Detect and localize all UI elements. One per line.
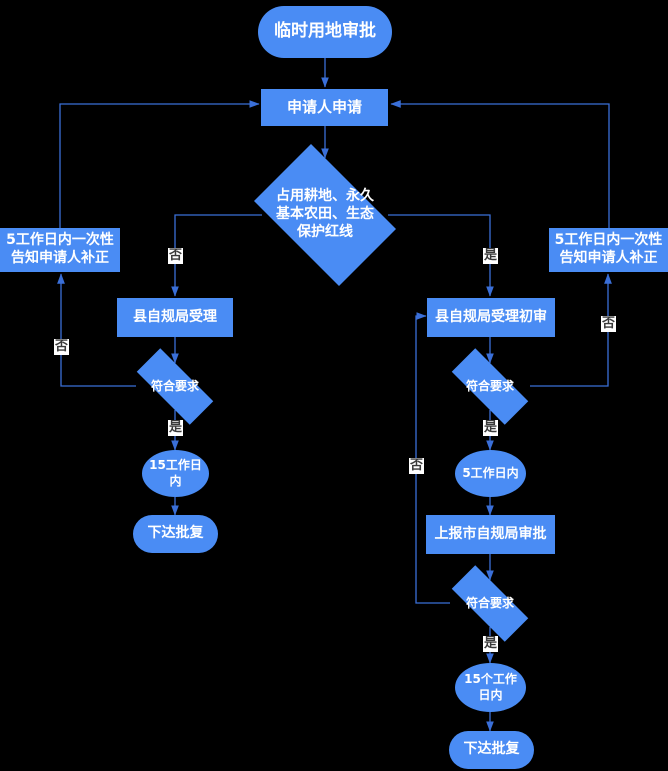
decision-line-1: 占用耕地、永久: [276, 188, 374, 205]
edge-label-left-check-no: 否: [54, 339, 70, 355]
node-left-meets-requirements[interactable]: 符合要求: [122, 348, 228, 425]
node-start-label: 临时用地审批: [274, 21, 376, 42]
node-right-issue-approval[interactable]: 下达批复: [449, 731, 534, 769]
node-decision-occupy-farmland[interactable]: 占用耕地、永久 基本农田、生态 保护红线: [240, 144, 410, 286]
right-notify-line-2: 告知申请人补正: [559, 250, 658, 266]
edge-decision-yes: [388, 214, 494, 297]
node-right-issue-approval-label: 下达批复: [463, 741, 520, 758]
edge-label-right-check-no: 否: [601, 316, 617, 332]
node-county-bureau-first-review[interactable]: 县自规局受理初审: [427, 298, 555, 337]
node-right-5-workdays[interactable]: 5工作日内: [455, 450, 526, 497]
left-notify-line-1: 5工作日内一次性: [6, 232, 114, 249]
node-start[interactable]: 临时用地审批: [258, 6, 392, 58]
node-right-meets-requirements[interactable]: 符合要求: [437, 348, 543, 425]
right-notify-line-1: 5工作日内一次性: [554, 232, 663, 249]
edge-label-decision-yes: 是: [483, 248, 499, 264]
right-15-line-1: 15个工作: [464, 672, 517, 687]
node-city-meets-requirements[interactable]: 符合要求: [437, 565, 543, 642]
edge-right-notify-to-apply: [390, 100, 610, 228]
edge-label-city-check-no: 否: [409, 458, 425, 474]
decision-line-2: 基本农田、生态: [276, 206, 374, 223]
node-right-5-workdays-label: 5工作日内: [462, 465, 519, 480]
node-right-meets-requirements-label: 符合要求: [465, 378, 514, 393]
node-county-bureau-first-review-label: 县自规局受理初审: [435, 308, 547, 325]
node-left-notify-correction[interactable]: 5工作日内一次性 告知申请人补正: [0, 228, 120, 272]
node-decision-occupy-farmland-label: 占用耕地、永久 基本农田、生态 保护红线: [240, 188, 410, 242]
edge-label-left-check-yes: 是: [168, 420, 184, 436]
node-left-issue-approval-label: 下达批复: [147, 525, 204, 542]
edge-left-check-no: [57, 273, 136, 387]
node-left-15-workdays[interactable]: 15工作日 内: [142, 450, 209, 497]
node-right-notify-correction[interactable]: 5工作日内一次性 告知申请人补正: [549, 228, 668, 272]
node-applicant-apply-label: 申请人申请: [286, 97, 362, 116]
decision-line-3: 保护红线: [297, 223, 353, 240]
edge-left-notify-to-apply: [59, 100, 260, 228]
left-notify-line-2: 告知申请人补正: [11, 250, 109, 266]
node-right-15-workdays[interactable]: 15个工作 日内: [455, 663, 526, 712]
node-county-bureau-accept[interactable]: 县自规局受理: [117, 298, 233, 337]
edge-label-city-check-yes: 是: [483, 636, 499, 652]
node-left-issue-approval[interactable]: 下达批复: [133, 515, 218, 553]
left-15-line-1: 15工作日: [149, 458, 202, 473]
right-15-line-2: 日内: [478, 687, 503, 702]
node-left-meets-requirements-label: 符合要求: [150, 378, 199, 393]
left-15-line-2: 内: [169, 473, 182, 488]
edge-decision-no: [171, 214, 262, 297]
node-city-meets-requirements-label: 符合要求: [465, 595, 514, 610]
node-county-bureau-accept-label: 县自规局受理: [133, 308, 217, 325]
node-applicant-apply[interactable]: 申请人申请: [261, 89, 388, 126]
node-report-city-bureau[interactable]: 上报市自规局审批: [426, 515, 555, 554]
edge-right-check-no: [530, 273, 612, 387]
node-report-city-bureau-label: 上报市自规局审批: [434, 525, 547, 542]
edge-label-right-check-yes: 是: [483, 420, 499, 436]
edge-label-decision-no: 否: [168, 248, 184, 264]
